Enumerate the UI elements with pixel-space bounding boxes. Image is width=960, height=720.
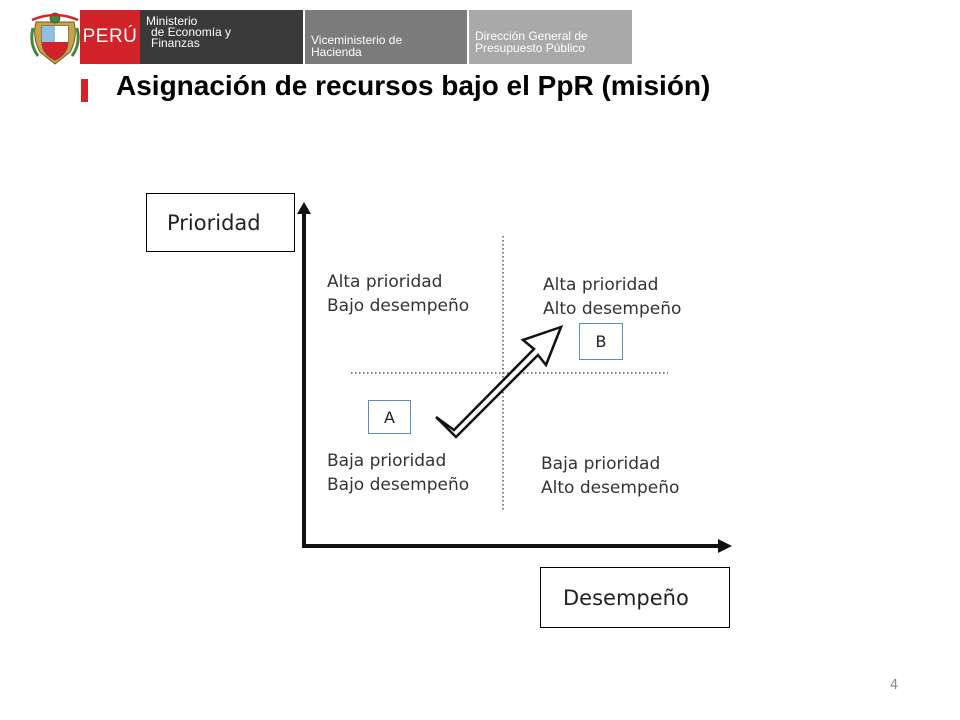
ministry-line-1: Ministerio [146, 14, 198, 28]
transition-arrow [435, 324, 564, 439]
y-axis-label-box: Prioridad [146, 193, 295, 252]
x-axis-arrowhead [718, 539, 732, 553]
title-accent [81, 79, 88, 102]
point-a-label: A [384, 407, 395, 427]
viceministry-segment: Viceministerio de Hacienda [305, 10, 467, 64]
quadrant-br-line-2: Alto desempeño [541, 478, 680, 498]
direction-line-1: Dirección General de [475, 29, 588, 43]
point-b-label: B [595, 332, 607, 351]
quadrant-br-line-1: Baja prioridad [541, 454, 661, 474]
quadrant-tl-line-1: Alta prioridad [327, 272, 443, 292]
x-axis-label: Desempeño [563, 585, 689, 610]
vice-line-2: Hacienda [311, 45, 362, 59]
quadrant-top-right: Alta prioridad Alto desempeño [543, 273, 681, 321]
quadrant-tr-line-2: Alto desempeño [543, 299, 682, 319]
point-a-box: A [368, 400, 411, 434]
direction-line-2: Presupuesto Público [475, 41, 586, 55]
y-axis-label: Prioridad [167, 210, 261, 235]
quadrant-bl-line-2: Bajo desempeño [327, 475, 470, 495]
quadrant-bl-line-1: Baja prioridad [327, 451, 447, 471]
y-axis-arrowhead [297, 202, 311, 214]
page-title: Asignación de recursos bajo el PpR (misi… [116, 70, 711, 101]
quadrant-tr-line-1: Alta prioridad [543, 275, 659, 295]
quadrant-bottom-right: Baja prioridad Alto desempeño [541, 452, 679, 500]
coat-of-arms-icon [30, 12, 80, 65]
x-axis-label-box: Desempeño [540, 567, 730, 628]
quadrant-tl-line-2: Bajo desempeño [327, 296, 470, 316]
point-b-box: B [579, 323, 623, 360]
page-number: 4 [890, 678, 899, 693]
vice-line-1: Viceministerio de [311, 33, 403, 47]
direction-segment: Dirección General de Presupuesto Público [469, 10, 632, 64]
quadrant-bottom-left: Baja prioridad Bajo desempeño [327, 449, 469, 497]
quadrant-top-left: Alta prioridad Bajo desempeño [327, 270, 469, 318]
ministry-line-2: de Economía y [151, 25, 232, 39]
ministry-line-3: Finanzas [151, 36, 200, 50]
peru-label: PERÚ [80, 10, 140, 64]
ministry-segment: Ministerio de Economía y Finanzas [140, 10, 303, 64]
header-bar: PERÚ Ministerio de Economía y Finanzas V… [0, 0, 960, 70]
